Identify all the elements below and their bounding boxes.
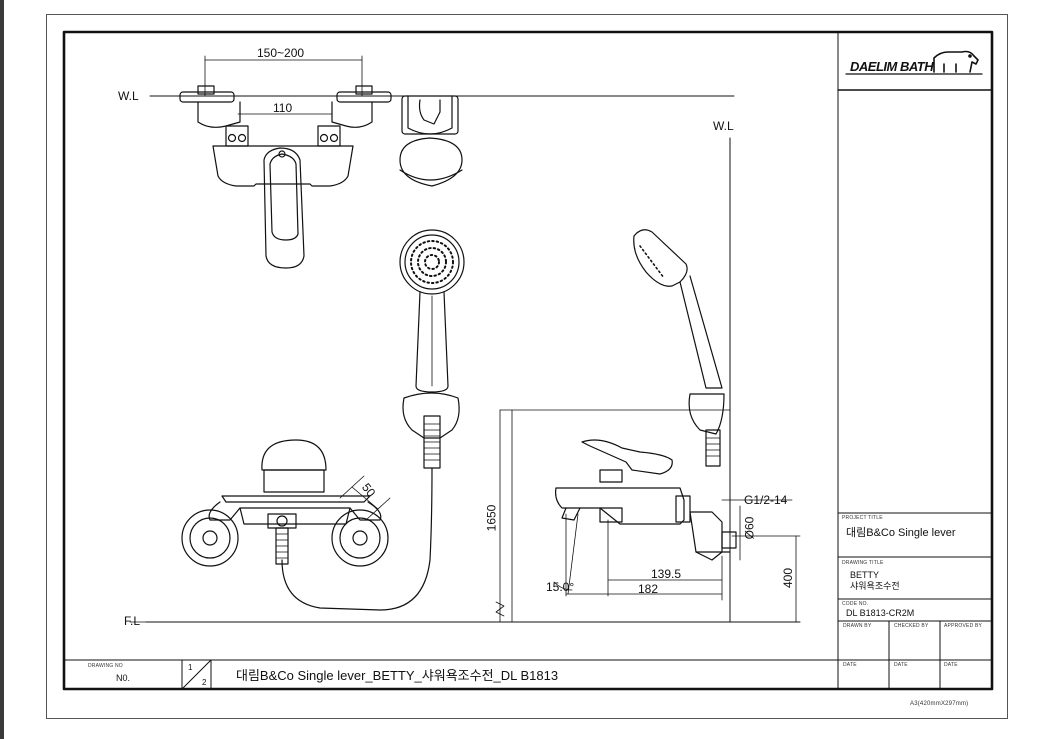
length-2-dimension: 182	[638, 582, 659, 596]
date-label-checked: DATE	[894, 662, 908, 668]
drawing-title-label: DRAWING TITLE	[842, 560, 884, 566]
length-1-dimension: 139.5	[651, 567, 682, 581]
company-logo: DAELIM BATH	[850, 59, 934, 74]
left-edge-bar	[0, 0, 4, 739]
date-label-approved: DATE	[944, 662, 958, 668]
diameter-dimension: Ø60	[742, 516, 757, 540]
checked-by-label: CHECKED BY	[894, 623, 929, 629]
front-view-mixer	[181, 439, 391, 567]
floor-line-label: F.L	[124, 614, 141, 628]
drawing-name: 대림B&Co Single lever_BETTY_샤워욕조수전_DL B181…	[236, 668, 559, 683]
code-no: DL B1813-CR2M	[846, 608, 915, 618]
holder-top-view	[399, 95, 463, 187]
height-dimension: 1650	[484, 504, 499, 532]
project-title: 대림B&Co Single lever	[846, 527, 956, 539]
top-view-mixer	[179, 55, 392, 269]
water-line-left-label: W.L	[118, 89, 139, 103]
drawing-title-line-1: BETTY	[850, 570, 880, 580]
drawing-no-label: DRAWING NO	[88, 663, 123, 669]
inner-spacing-dimension: 110	[273, 101, 293, 115]
project-title-label: PROJECT TITLE	[842, 515, 883, 521]
drawn-by-label: DRAWN BY	[843, 623, 872, 629]
sheet-number: 1	[188, 663, 193, 672]
code-no-label: CODE NO.	[842, 601, 869, 607]
shower-hose	[281, 467, 433, 611]
side-view-mixer	[495, 409, 737, 623]
paper-size: A3(420mmX297mm)	[910, 701, 969, 707]
drawing-sheet-border	[46, 14, 1008, 719]
drawing-no: N0.	[116, 673, 131, 683]
angle-dimension: 15.0°	[546, 580, 575, 594]
hand-shower-front	[399, 229, 465, 469]
height-2-dimension: 400	[781, 567, 796, 589]
water-line-right-label: W.L	[713, 119, 734, 133]
approved-by-label: APPROVED BY	[944, 623, 983, 629]
side-view-shower	[633, 229, 725, 467]
bear-logo-icon	[845, 50, 983, 75]
spacing-range-dimension: 150~200	[257, 46, 305, 60]
date-label-drawn: DATE	[843, 662, 857, 668]
drawing-title-line-2: 샤워욕조수전	[850, 581, 900, 591]
drawing-frame	[62, 30, 994, 691]
dimension-lines	[129, 409, 801, 623]
thread-dimension: G1/2-14	[744, 493, 788, 507]
sheet-total: 2	[202, 678, 207, 687]
title-block-grid	[63, 31, 993, 690]
